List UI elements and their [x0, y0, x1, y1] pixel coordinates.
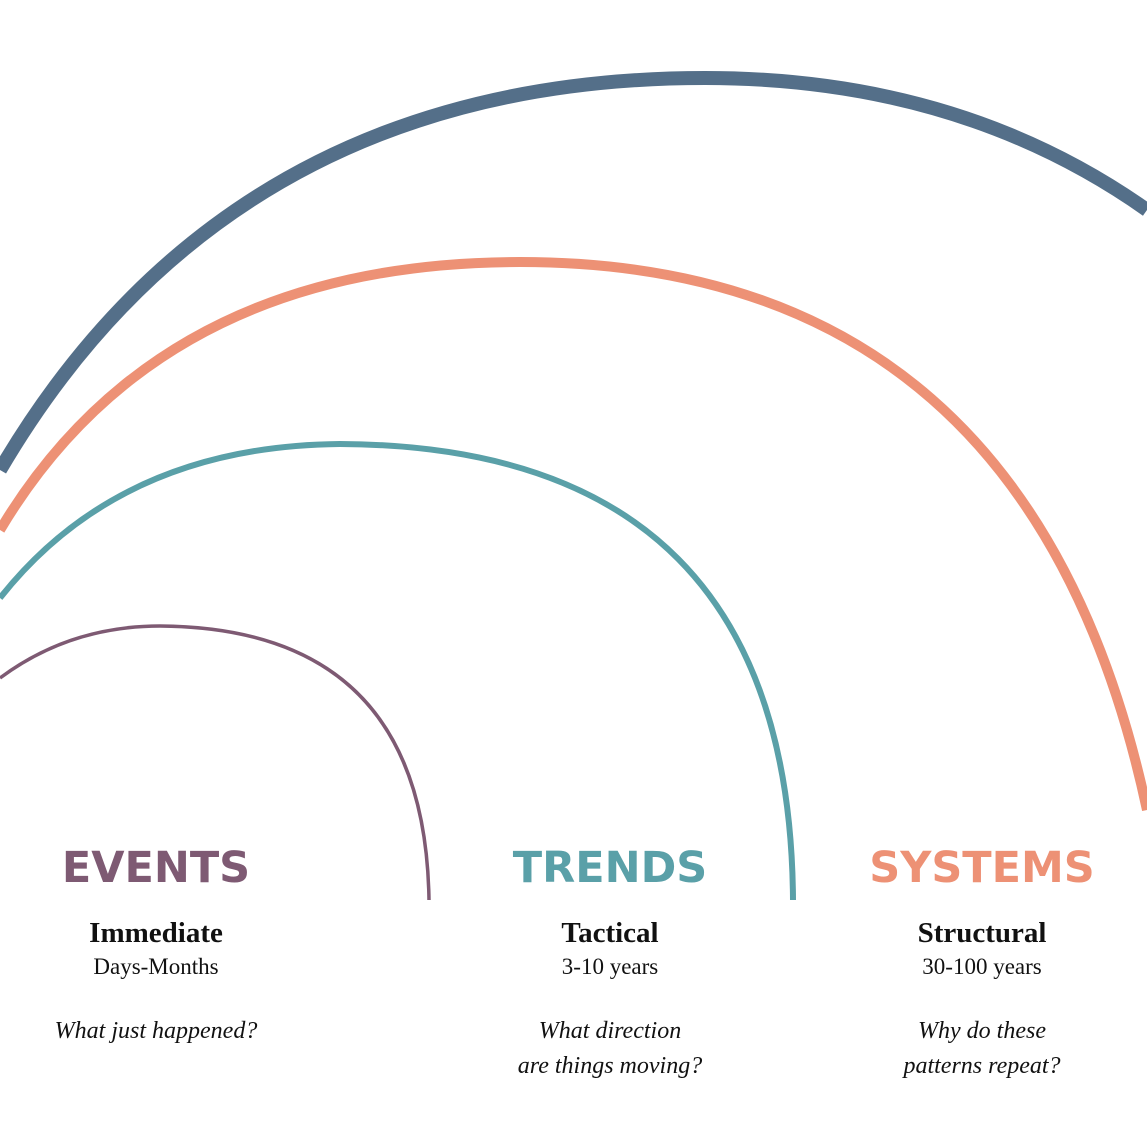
systems-title: SYSTEMS	[869, 843, 1095, 893]
trends-column: TRENDS Tactical 3-10 years What directio…	[440, 838, 780, 1084]
systems-question-line1: Why do these	[918, 1018, 1046, 1044]
systems-range: 30-100 years	[922, 954, 1042, 979]
events-column: EVENTS Immediate Days-Months What just h…	[0, 838, 326, 1049]
trends-arc	[0, 440, 796, 901]
events-title: EVENTS	[61, 843, 251, 893]
events-question-line1: What just happened?	[54, 1018, 258, 1044]
systems-question-line2: patterns repeat?	[903, 1053, 1061, 1079]
trends-subtitle: Tactical	[561, 917, 659, 949]
trends-title: TRENDS	[512, 843, 708, 893]
trends-question-line1: What direction	[538, 1018, 682, 1044]
trends-question-line2: are things moving?	[517, 1053, 703, 1079]
events-question: What just happened?	[0, 1014, 326, 1049]
events-range: Days-Months	[93, 954, 219, 979]
systems-column: SYSTEMS Structural 30-100 years Why do t…	[812, 838, 1147, 1084]
outer-arc	[0, 70, 1147, 474]
events-arc	[0, 624, 431, 901]
systems-subtitle: Structural	[917, 917, 1047, 949]
trends-range: 3-10 years	[561, 954, 659, 979]
trends-question: What direction are things moving?	[440, 1014, 780, 1084]
systems-question: Why do these patterns repeat?	[812, 1014, 1147, 1084]
events-subtitle: Immediate	[89, 917, 223, 949]
systems-arc	[0, 256, 1147, 812]
